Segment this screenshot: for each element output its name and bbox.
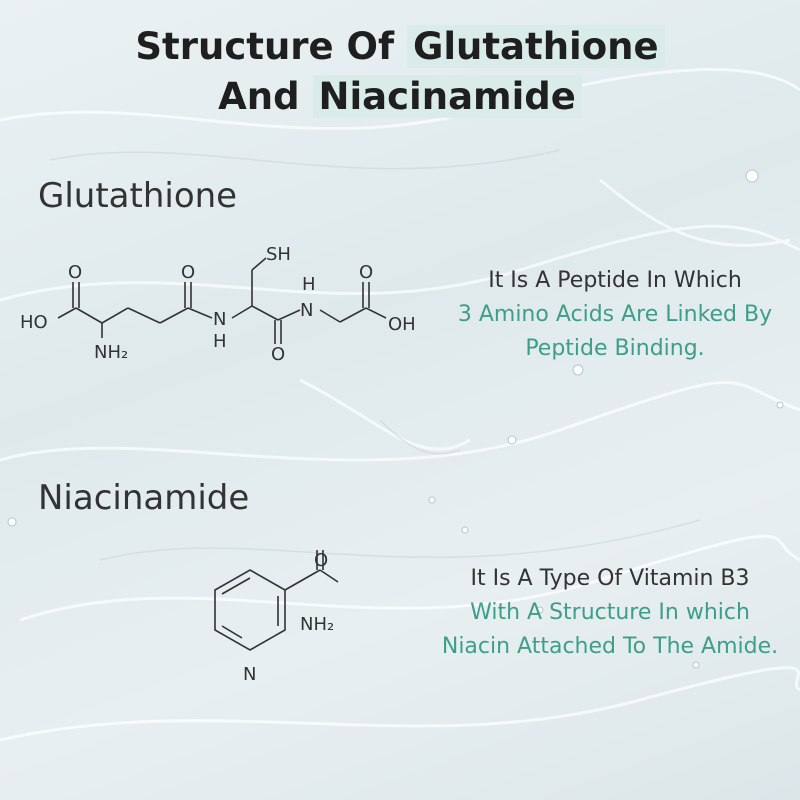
- atom-o: O: [314, 550, 328, 571]
- bond: [319, 569, 339, 583]
- bond: [339, 307, 367, 323]
- atom-o: O: [359, 262, 373, 283]
- atom-n: N: [213, 309, 226, 330]
- atom-h: H: [302, 274, 316, 295]
- niacinamide-description-line-3: Niacin Attached To The Amide.: [441, 634, 779, 659]
- bond: [277, 309, 301, 321]
- atom-o: O: [271, 344, 285, 365]
- atom-ho: HO: [20, 312, 48, 333]
- bond: [57, 307, 77, 319]
- title-highlight-niacinamide: Niacinamide: [312, 75, 582, 118]
- niacinamide-heading: Niacinamide: [38, 478, 250, 518]
- atom-h: H: [213, 331, 227, 352]
- bond: [365, 307, 387, 319]
- glutathione-structure-diagram: O HO NH₂ O N H SH H N O O OH: [20, 244, 416, 365]
- niacinamide-description-line-1: It Is A Type Of Vitamin B3: [470, 566, 750, 591]
- glutathione-description-line-3: Peptide Binding.: [525, 336, 705, 361]
- bond: [284, 569, 321, 591]
- niacinamide-description-line-2: With A Structure In which: [470, 600, 750, 625]
- bond: [251, 305, 279, 321]
- atom-n: N: [300, 300, 313, 321]
- glutathione-description: It Is A Peptide In Which 3 Amino Acids A…: [430, 264, 800, 366]
- pyridine-ring: [214, 569, 286, 651]
- atom-oh: OH: [388, 314, 416, 335]
- title-line-1-prefix: Structure Of: [135, 25, 395, 68]
- bond: [231, 305, 253, 319]
- title-line-2: And Niacinamide: [0, 72, 800, 122]
- atom-sh: SH: [266, 244, 291, 265]
- bond: [221, 625, 243, 639]
- bond: [75, 307, 103, 324]
- atom-n: N: [243, 664, 256, 685]
- glutathione-description-line-1: It Is A Peptide In Which: [488, 268, 742, 293]
- bond: [127, 307, 161, 324]
- atom-nh2: NH₂: [300, 614, 334, 635]
- bond: [159, 307, 189, 324]
- title-line-1: Structure Of Glutathione: [0, 22, 800, 72]
- bond: [221, 577, 251, 595]
- glutathione-heading: Glutathione: [38, 176, 238, 216]
- title-line-2-prefix: And: [218, 75, 300, 118]
- bond: [187, 307, 213, 319]
- bond: [101, 307, 129, 324]
- atom-nh2: NH₂: [94, 342, 128, 363]
- niacinamide-description: It Is A Type Of Vitamin B3 With A Struct…: [420, 562, 800, 664]
- atom-o: O: [181, 262, 195, 283]
- bond: [319, 309, 341, 323]
- bond: [251, 257, 267, 271]
- page-title: Structure Of Glutathione And Niacinamide: [0, 22, 800, 122]
- title-highlight-glutathione: Glutathione: [406, 25, 665, 68]
- glutathione-description-line-2: 3 Amino Acids Are Linked By: [457, 302, 773, 327]
- niacinamide-structure-diagram: O NH₂ N: [214, 550, 339, 685]
- atom-o: O: [68, 262, 82, 283]
